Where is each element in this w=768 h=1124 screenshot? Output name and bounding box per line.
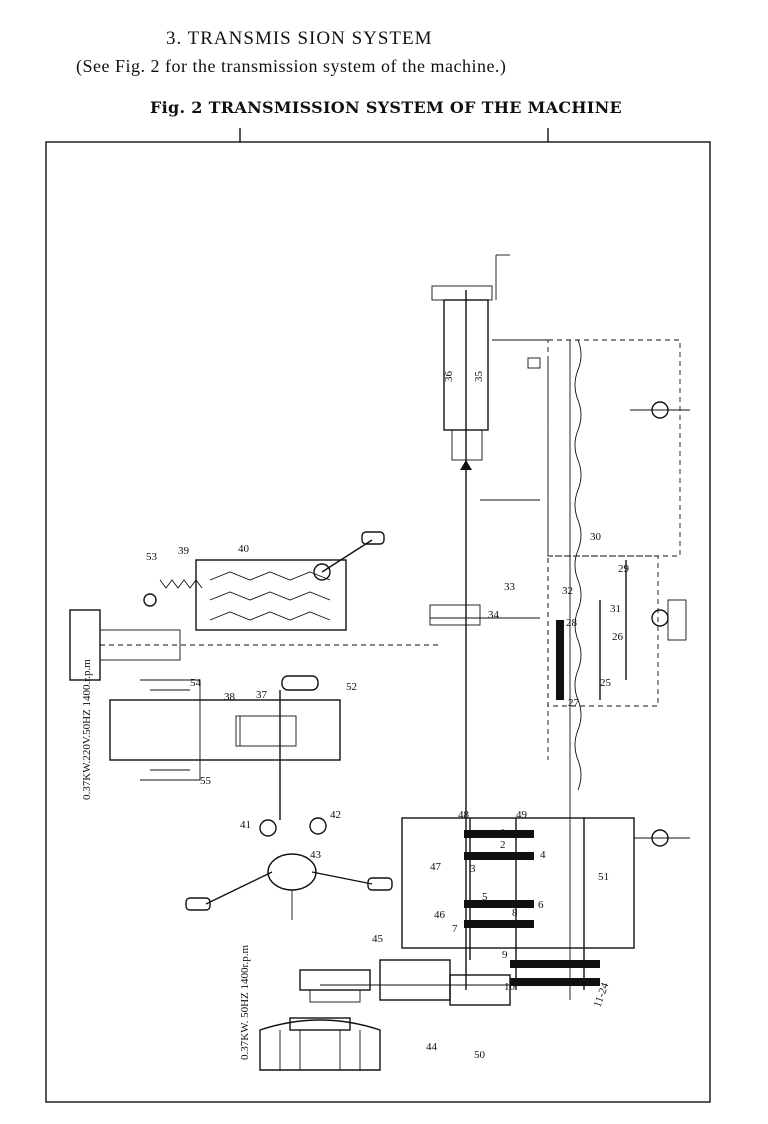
label-4: 4 <box>540 849 546 861</box>
diagram-frame <box>45 141 711 1103</box>
gear-stack-9 <box>510 960 600 968</box>
spindle-body-37-38 <box>109 699 341 761</box>
label-27: 27 <box>568 697 580 709</box>
label-10: 10 <box>504 981 516 993</box>
label-8: 8 <box>512 907 518 919</box>
side-bracket <box>667 599 687 641</box>
label-30: 30 <box>590 531 602 543</box>
gear-pair-3-4 <box>464 852 534 860</box>
label-51: 51 <box>598 871 609 883</box>
label-1: 1 <box>500 827 506 839</box>
label-35: 35 <box>473 371 485 383</box>
wavy-lead-screw <box>574 339 582 791</box>
lever-housing-39-40 <box>195 559 347 631</box>
label-28: 28 <box>566 617 578 629</box>
label-43: 43 <box>310 849 322 861</box>
spring-39 <box>159 579 203 589</box>
label-29: 29 <box>618 563 630 575</box>
quill <box>451 429 483 461</box>
handle-arm-upper <box>321 539 373 573</box>
pulley-left-44-b <box>309 989 361 1003</box>
handle-knob-right <box>367 877 393 891</box>
pivot-53 <box>143 593 157 607</box>
chevron-gears-40 <box>209 571 331 621</box>
spindle-arrow <box>460 460 472 470</box>
label-46: 46 <box>434 909 446 921</box>
label-5: 5 <box>482 891 488 903</box>
label-34: 34 <box>488 609 500 621</box>
label-3: 3 <box>470 863 476 875</box>
spindle-head-top <box>431 285 493 301</box>
handle-arm-right <box>311 871 373 885</box>
label-52: 52 <box>346 681 357 693</box>
side-handwheel-symbol <box>651 609 669 627</box>
label-37: 37 <box>256 689 268 701</box>
label-48: 48 <box>458 809 470 821</box>
pulley-mid-45 <box>379 959 451 1001</box>
label-36: 36 <box>443 371 455 383</box>
cone-pulley-left <box>140 679 201 781</box>
label-54: 54 <box>190 677 202 689</box>
gear-27-bar <box>556 620 564 700</box>
lower-gear-box <box>401 817 635 949</box>
label-47: 47 <box>430 861 442 873</box>
feed-gear-box <box>547 555 659 707</box>
label-44: 44 <box>426 1041 438 1053</box>
hub-43 <box>267 853 317 891</box>
motor-note-upper: 0.37KW.220V.50HZ 1400.r.p.m <box>81 659 93 800</box>
worm-38 <box>235 715 297 747</box>
top-small-block <box>527 357 541 369</box>
motor-lower-body <box>259 1019 381 1071</box>
upper-right-housing <box>547 339 681 557</box>
label-42: 42 <box>330 809 341 821</box>
figure-title: Fig. 2 TRANSMISSION SYSTEM OF THE MACHIN… <box>150 98 622 117</box>
label-49: 49 <box>516 809 528 821</box>
label-25: 25 <box>600 677 612 689</box>
label-45: 45 <box>372 933 384 945</box>
gear-stack-10 <box>510 978 600 986</box>
motor-note-lower: 0.37KW. 50HZ 1400r.p.m <box>239 944 251 1060</box>
label-53: 53 <box>146 551 158 563</box>
lever-34 <box>429 604 481 626</box>
gear-42 <box>309 817 327 835</box>
section-title: 3. TRANSMIS SION SYSTEM <box>166 28 433 49</box>
label-2: 2 <box>500 839 506 851</box>
pivot-right <box>313 563 331 581</box>
label-40: 40 <box>238 543 250 555</box>
label-55: 55 <box>200 775 212 787</box>
handle-arm-left <box>205 871 273 905</box>
gear-pair-5-6 <box>464 900 534 908</box>
pulley-right-50 <box>449 974 511 1006</box>
gear-pair-1-2 <box>464 830 534 838</box>
label-7: 7 <box>452 923 458 935</box>
gear-41 <box>259 819 277 837</box>
gear-pair-7-8 <box>464 920 534 928</box>
label-6: 6 <box>538 899 544 911</box>
section-subtitle: (See Fig. 2 for the transmission system … <box>76 56 507 76</box>
hand-knob-37 <box>281 675 319 691</box>
label-26: 26 <box>612 631 624 643</box>
label-41: 41 <box>240 819 251 831</box>
label-31: 31 <box>610 603 621 615</box>
label-32: 32 <box>562 585 573 597</box>
label-33: 33 <box>504 581 516 593</box>
label-39: 39 <box>178 545 190 557</box>
pulley-left-44 <box>299 969 371 991</box>
label-50: 50 <box>474 1049 486 1061</box>
handle-knob-left <box>185 897 211 911</box>
label-38: 38 <box>224 691 236 703</box>
label-9: 9 <box>502 949 508 961</box>
motor-lower-head <box>289 1017 351 1031</box>
handle-knob-upper <box>361 531 385 545</box>
